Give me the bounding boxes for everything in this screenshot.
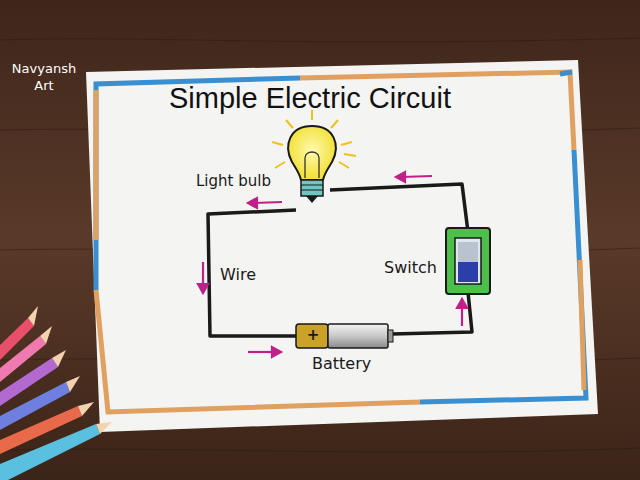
pencils xyxy=(0,306,112,480)
watermark: Navyansh Art xyxy=(4,60,84,94)
paper-sheet xyxy=(86,60,598,432)
component-label: Wire xyxy=(220,265,280,284)
current-arrows xyxy=(198,172,467,357)
battery-symbol xyxy=(296,324,393,348)
diagram-title: Simple Electric Circuit xyxy=(140,82,480,115)
component-label: Light bulb xyxy=(196,172,296,190)
component-label: Battery xyxy=(312,354,392,373)
circuit-wire xyxy=(208,184,472,336)
switch-symbol xyxy=(446,228,490,294)
polarity-sign: + xyxy=(305,324,321,346)
component-label: Switch xyxy=(384,258,448,277)
paper-frame xyxy=(96,72,586,412)
wood-grain xyxy=(0,38,640,452)
bulb-symbol xyxy=(272,110,356,203)
